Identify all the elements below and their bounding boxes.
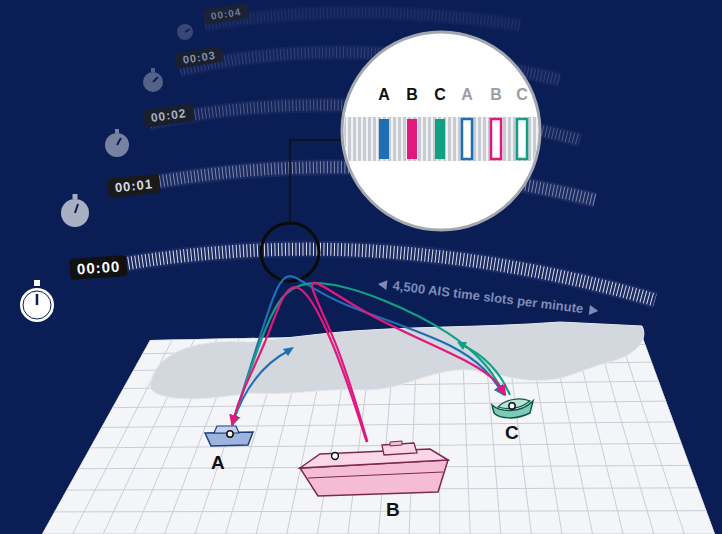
slot-tick	[456, 117, 458, 161]
transmit-arrows	[232, 342, 510, 425]
arrow-right	[588, 304, 599, 315]
signal-arrow	[232, 283, 505, 425]
slot-tick	[426, 117, 428, 161]
time-label: 00:04	[203, 3, 249, 25]
slot-tick	[376, 117, 378, 161]
signal-arrow	[232, 287, 367, 442]
time-slot-bands	[80, 13, 655, 301]
slot-tick	[446, 117, 448, 161]
time-slot	[462, 119, 472, 159]
note-text: 4,500 AIS time slots per minute	[392, 278, 584, 316]
map-plane	[42, 322, 715, 534]
time-slot	[379, 119, 389, 159]
time-label: 00:00	[69, 255, 128, 280]
slot-tick	[536, 117, 538, 161]
magnifier-shape	[340, 30, 542, 232]
time-text: 00:00	[69, 255, 128, 280]
stopwatch	[143, 68, 163, 92]
slot-tick	[356, 117, 358, 161]
slot-letter: A	[457, 86, 477, 104]
time-text: 00:03	[175, 46, 224, 69]
ship-shape	[203, 425, 255, 447]
ship-label: B	[386, 499, 400, 521]
signal-arrow	[312, 283, 505, 442]
land-mass	[150, 322, 644, 399]
slot-tick	[401, 117, 403, 161]
slot-tick	[431, 117, 433, 161]
slot-tick	[451, 117, 453, 161]
stopwatch	[61, 194, 89, 227]
time-label: 00:02	[143, 103, 195, 128]
slot-tick	[396, 117, 398, 161]
slot-letter: C	[512, 86, 532, 104]
ship-shape	[298, 442, 453, 497]
magnifier-circle: ABCABC	[340, 30, 542, 232]
grid-line	[640, 330, 715, 534]
slot-tick	[341, 117, 343, 161]
slot-band	[340, 117, 542, 161]
slot-count-note: 4,500 AIS time slots per minute	[377, 276, 599, 318]
slot-tick	[421, 117, 423, 161]
leader-line	[290, 140, 343, 222]
stopwatch-icons	[19, 24, 193, 323]
slot-tick	[391, 117, 393, 161]
slot-tick	[361, 117, 363, 161]
slot-tick	[371, 117, 373, 161]
time-text: 00:01	[107, 174, 161, 198]
slot-tick	[531, 117, 533, 161]
stopwatch	[177, 24, 193, 40]
slot-tick	[346, 117, 348, 161]
ship: C	[490, 395, 535, 420]
ship-label: C	[505, 422, 519, 444]
slot-tick	[476, 117, 478, 161]
time-label: 00:01	[107, 174, 161, 198]
slot-ring	[261, 223, 319, 281]
ship-shape	[490, 395, 535, 420]
slot-letter: C	[430, 86, 450, 104]
ship-label: A	[211, 452, 225, 474]
slot-tick	[351, 117, 353, 161]
time-slot	[435, 119, 445, 159]
slot-letter: B	[402, 86, 422, 104]
ship: A	[203, 425, 255, 447]
time-slot	[407, 119, 417, 159]
ship: B	[298, 442, 453, 497]
slot-letter: A	[374, 86, 394, 104]
slot-tick	[486, 117, 488, 161]
slot-tick	[481, 117, 483, 161]
time-slot	[517, 119, 527, 159]
slot-letter: B	[486, 86, 506, 104]
time-slot	[491, 119, 501, 159]
stopwatch	[105, 129, 129, 157]
arrow-left	[377, 279, 388, 290]
slot-tick	[506, 117, 508, 161]
slot-tick	[366, 117, 368, 161]
grid-line	[42, 340, 150, 534]
stopwatch	[19, 280, 55, 323]
slot-tick	[511, 117, 513, 161]
time-text: 00:04	[203, 3, 249, 25]
time-label: 00:03	[175, 46, 224, 69]
time-text: 00:02	[143, 103, 195, 128]
